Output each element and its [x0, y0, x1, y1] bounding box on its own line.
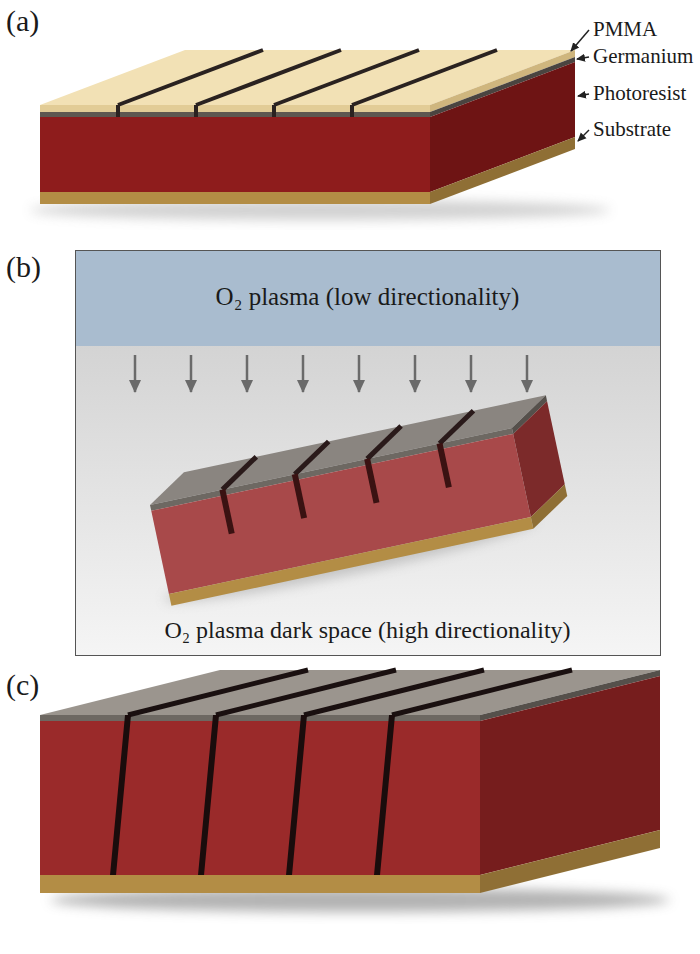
layer-label: Substrate — [593, 117, 671, 141]
plasma-text: O₂ plasma dark space (high directionalit… — [164, 617, 570, 645]
layer-label: Germanium — [593, 44, 693, 68]
layer-label: PMMA — [593, 17, 657, 41]
dark-space-panel: O₂ plasma dark space (high directionalit… — [75, 250, 660, 655]
tilted-sample — [145, 395, 573, 605]
panel-letter: (a) — [6, 4, 39, 39]
stack-c — [40, 670, 670, 912]
panel-letter: (b) — [6, 250, 41, 285]
plasma-panel — [76, 251, 661, 656]
ion-arrows — [135, 355, 527, 392]
plasma-text: O₂ plasma (low directionality) — [216, 283, 520, 312]
panel-letter: (c) — [6, 668, 39, 703]
plasma-band: O₂ plasma (low directionality) — [75, 250, 660, 345]
layer-label: Photoresist — [593, 81, 686, 105]
leader-arrows — [571, 30, 589, 141]
stack-a — [30, 30, 610, 220]
